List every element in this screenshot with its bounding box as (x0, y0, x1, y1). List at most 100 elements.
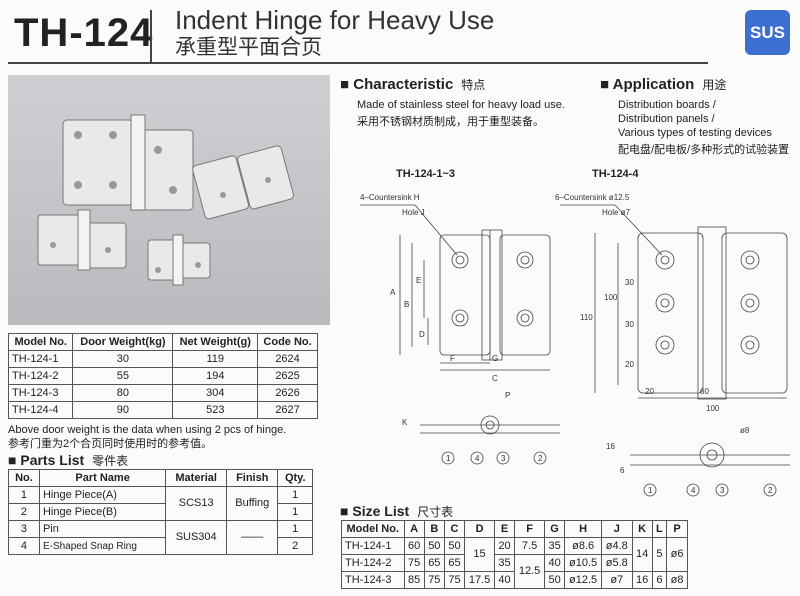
col-header: D (464, 520, 495, 538)
col-header: Material (165, 469, 228, 487)
cell: 35 (543, 537, 566, 555)
cell: ø6 (666, 537, 688, 572)
characteristic-title-cn: 特点 (461, 78, 486, 92)
dim-label: E (416, 276, 421, 285)
dim-label: K (402, 418, 408, 427)
characteristic-title: Characteristic (353, 76, 454, 93)
cell: TH-124-3 (341, 571, 405, 589)
dim-label: 6 (620, 466, 625, 475)
application-line: 配电盘/配电板/多种形式的试验装置 (618, 144, 790, 156)
col-header: C (443, 520, 466, 538)
cell: 2627 (257, 401, 318, 419)
cell: 7.5 (514, 537, 545, 555)
cell: 1 (8, 486, 40, 504)
col-header: Finish (226, 469, 279, 487)
cell: 2626 (257, 384, 318, 402)
cell: 16 (631, 571, 653, 589)
cell: ø12.5 (564, 571, 603, 589)
cell: ø8 (666, 571, 688, 589)
col-header: G (543, 520, 566, 538)
callout: 2 (538, 454, 543, 463)
cell: 119 (172, 350, 259, 368)
cell: 523 (172, 401, 259, 419)
dim-label: 60 (700, 387, 709, 396)
cell: 2 (8, 503, 40, 521)
cell: 65 (443, 554, 466, 572)
col-header: B (423, 520, 445, 538)
cell: 1 (277, 503, 313, 521)
characteristic-cn: 采用不锈钢材质制成，用于重型装备。 (357, 116, 544, 128)
cell: 75 (403, 554, 425, 572)
col-header: Code No. (257, 333, 318, 351)
model-number: TH-124 (14, 11, 154, 55)
callout: 4 (691, 486, 696, 495)
cell: Hinge Piece(A) (38, 486, 167, 504)
cell: 55 (72, 367, 174, 385)
col-header: Part Name (38, 469, 167, 487)
callout: 1 (648, 486, 653, 495)
cell: ø10.5 (564, 554, 603, 572)
size-title: Size List (352, 503, 410, 519)
cell: 50 (443, 537, 466, 555)
dim-label: C (492, 374, 498, 383)
dim-label: B (404, 300, 409, 309)
cell: 12.5 (514, 554, 545, 589)
cell: Buffing (226, 486, 279, 521)
cell: 75 (443, 571, 466, 589)
cell: 20 (493, 537, 516, 555)
dim-label: 100 (706, 404, 720, 413)
application-line: Various types of testing devices (618, 127, 772, 139)
dim-label: F (450, 354, 455, 363)
cell: Hinge Piece(B) (38, 503, 167, 521)
cell: 1 (277, 486, 313, 504)
dim-label: 16 (606, 442, 615, 451)
cell: E-Shaped Snap Ring (38, 537, 167, 555)
technical-drawings: 4–Countersink H Hole J A B E D F G C K P… (360, 193, 790, 497)
cell: 50 (543, 571, 566, 589)
dim-label: G (492, 354, 498, 363)
sus-badge: SUS (745, 10, 790, 55)
drawing2-title: TH-124-4 (592, 168, 639, 180)
cell: 2624 (257, 350, 318, 368)
dim-label: 110 (580, 313, 593, 322)
cell: 5 (651, 537, 668, 572)
dim-label: 20 (625, 360, 634, 369)
size-title-cn: 尺寸表 (417, 505, 454, 519)
col-header: L (651, 520, 668, 538)
drawing1-note: Hole J (402, 208, 425, 217)
cell: 15 (464, 537, 495, 572)
weight-table: Model No.Door Weight(kg)Net Weight(g)Cod… (7, 333, 318, 419)
cell: ø4.8 (601, 537, 633, 555)
cell: TH-124-1 (341, 537, 405, 555)
table-header-row: Model No.Door Weight(kg)Net Weight(g)Cod… (7, 333, 318, 351)
col-header: Model No. (7, 333, 74, 351)
weight-note-cn: 参考门重为2个合页同时使用时的参考值。 (8, 438, 213, 450)
dim-label: ø8 (740, 426, 750, 435)
cell: 3 (8, 520, 40, 538)
cell: TH-124-3 (7, 384, 74, 402)
cell: 35 (493, 554, 516, 572)
col-header: Qty. (277, 469, 313, 487)
cell: 75 (423, 571, 445, 589)
drawing2-note: 6–Countersink ø12.5 (555, 193, 630, 202)
dim-label: 100 (604, 293, 618, 302)
col-header: K (631, 520, 653, 538)
title-en: Indent Hinge for Heavy Use (175, 5, 495, 35)
cell: 1 (277, 520, 313, 538)
cell: 304 (172, 384, 259, 402)
cell: 2625 (257, 367, 318, 385)
callout: 1 (446, 454, 451, 463)
header-rule (8, 62, 708, 64)
cell: TH-124-4 (7, 401, 74, 419)
cell: —— (226, 520, 279, 555)
product-photo (8, 75, 330, 325)
